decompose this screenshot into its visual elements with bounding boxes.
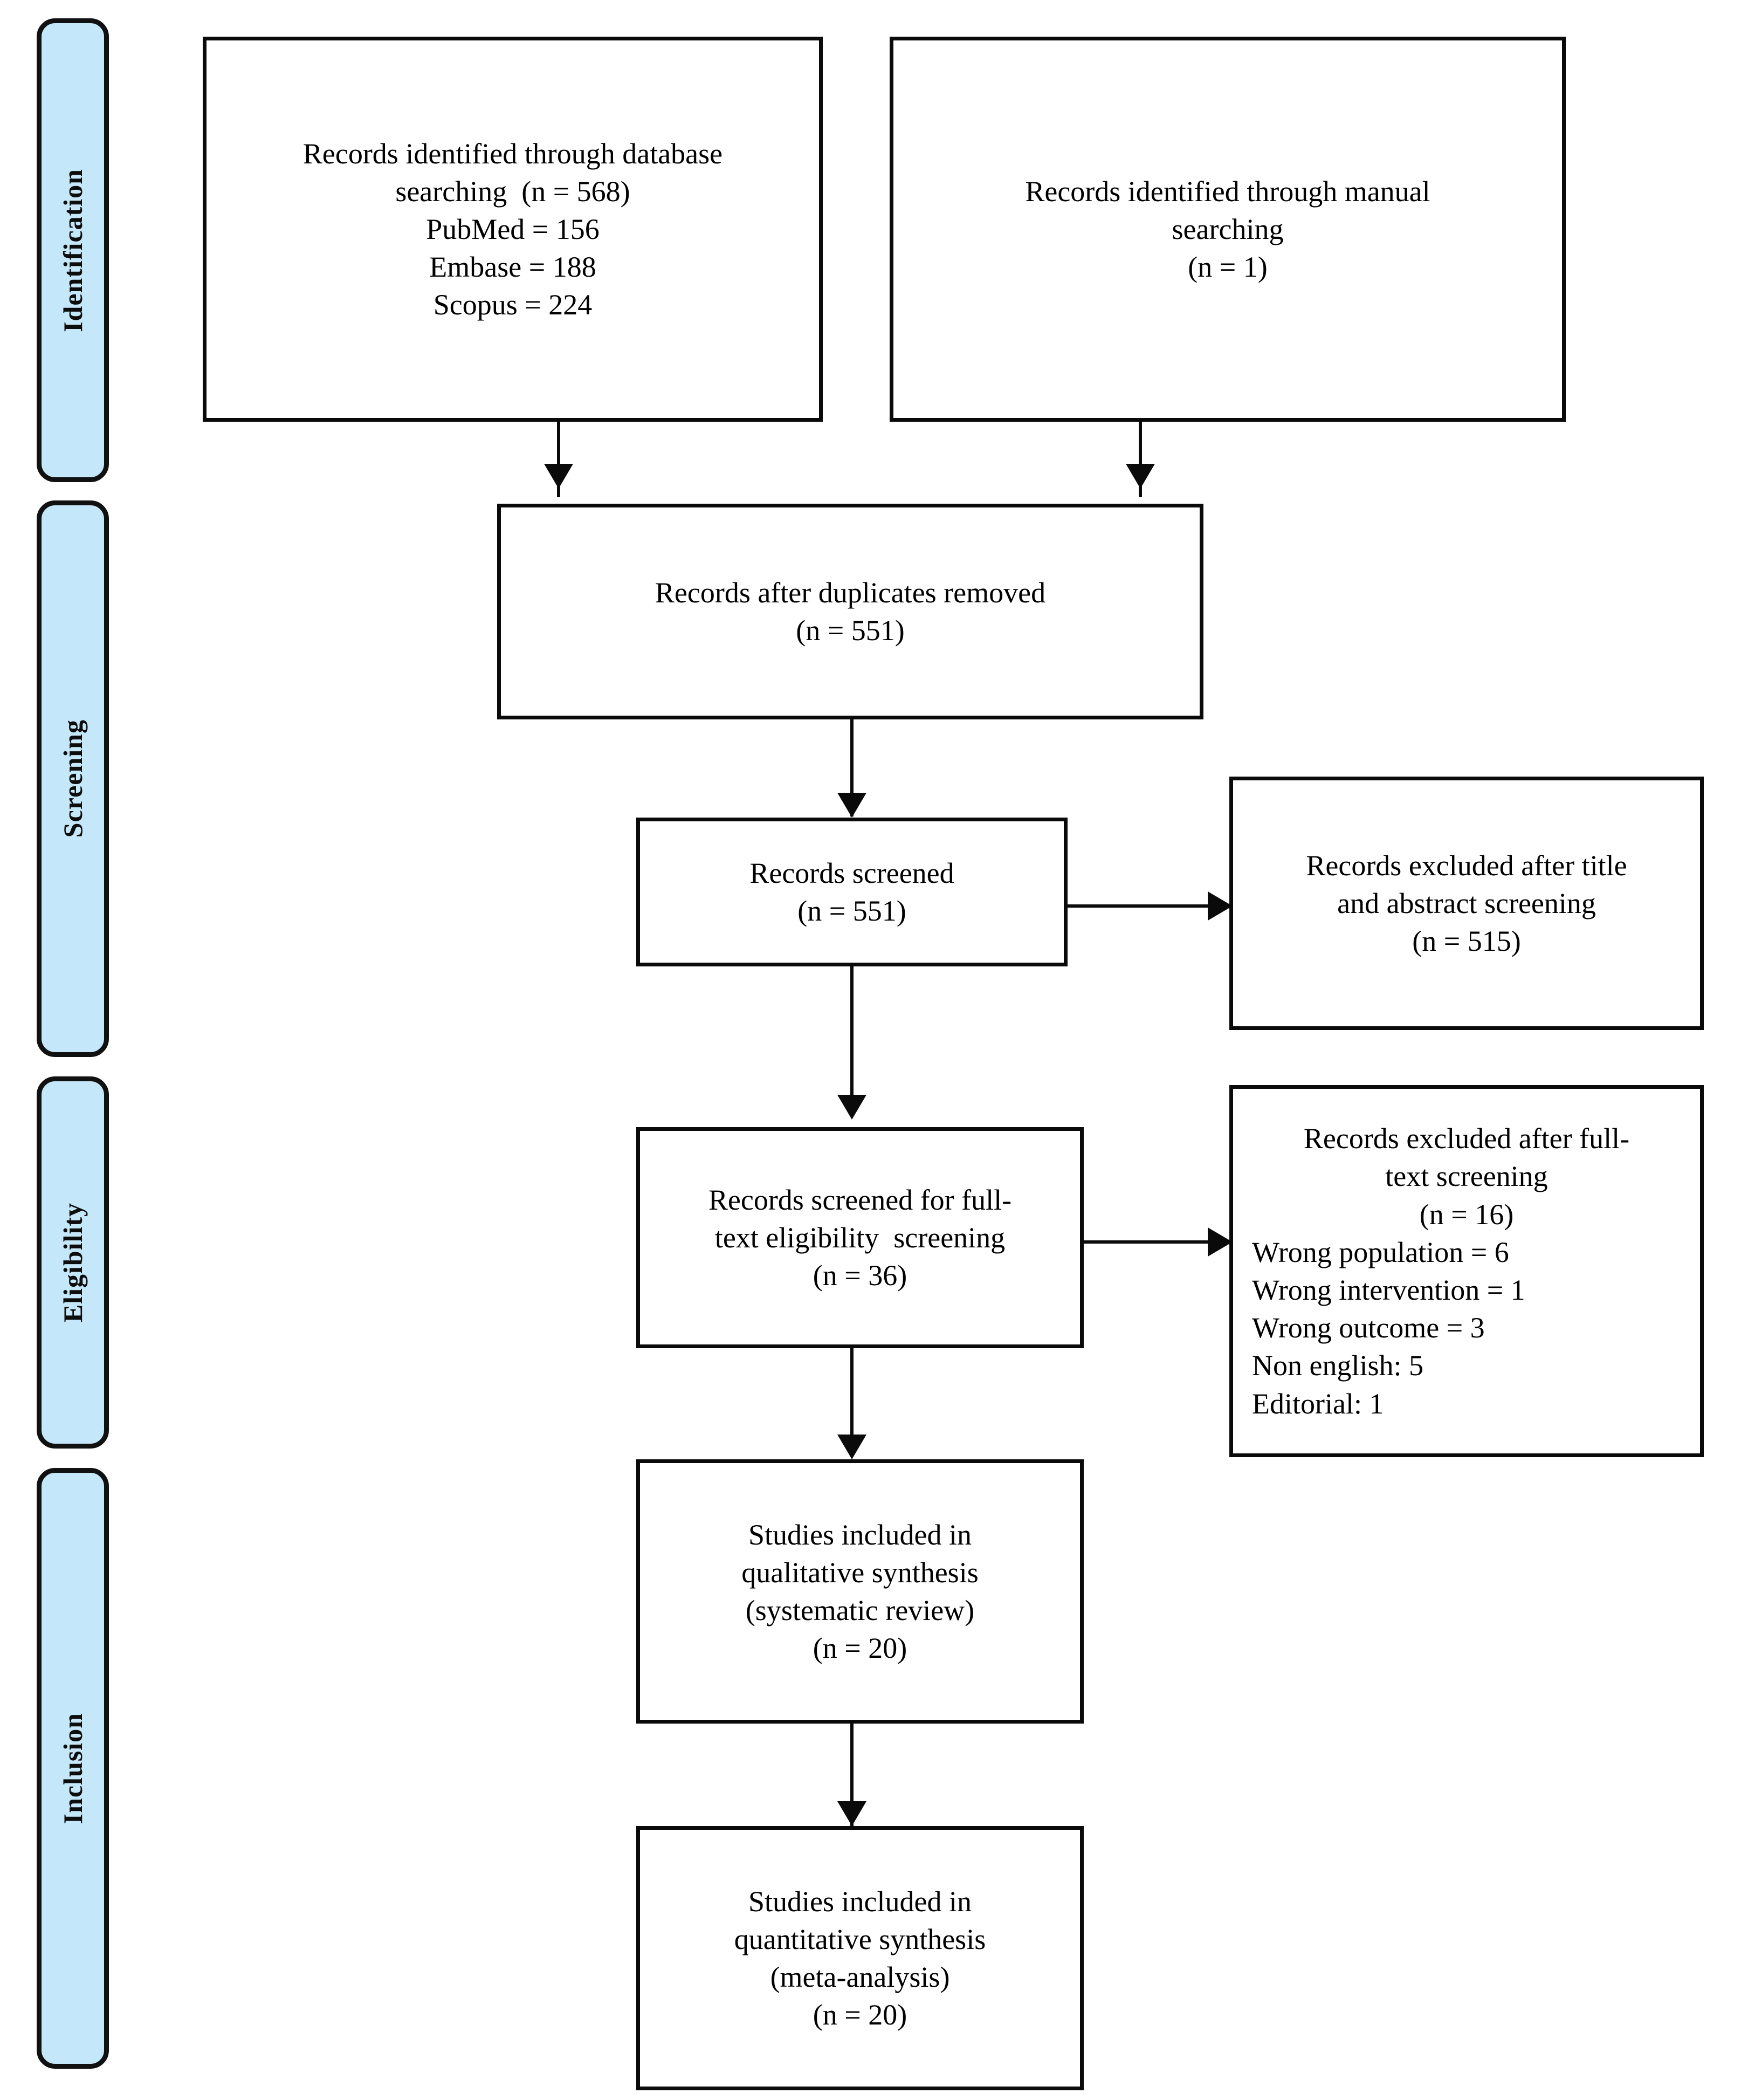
connector-eligibility-to-excluded-fulltext [1084,1240,1219,1244]
arrowhead-manual-to-duplicates [1126,464,1155,489]
box-line: Records identified through manual [1025,175,1430,208]
box-fulltext-eligibility-body: Records screened for full- text eligibil… [654,1181,1066,1295]
box-qualitative-synthesis: Studies included in qualitative synthesi… [636,1459,1084,1724]
stage-bar-identification: Identification [37,18,109,482]
box-line: and abstract screening [1337,887,1596,919]
box-database-search: Records identified through database sear… [203,37,823,422]
arrowhead-eligibility-to-excluded-fulltext [1208,1227,1233,1257]
box-line: PubMed = 156 [426,212,600,245]
box-line: Embase = 188 [429,251,596,284]
box-qualitative-synthesis-body: Studies included in qualitative synthesi… [654,1516,1066,1667]
box-line: (systematic review) [745,1594,975,1627]
box-line: Studies included in [748,1885,972,1918]
box-database-search-body: Records identified through database sear… [221,135,805,324]
box-quantitative-synthesis-body: Studies included in quantitative synthes… [654,1883,1066,2034]
box-line: (n = 551) [796,614,905,647]
box-line: Records screened [749,856,954,889]
exclusion-reason: Wrong outcome = 3 [1252,1312,1485,1344]
box-line: searching (n = 568) [395,175,630,208]
box-duplicates-removed: Records after duplicates removed (n = 55… [497,504,1203,719]
exclusion-reason: Wrong population = 6 [1252,1236,1509,1268]
box-line: Studies included in [748,1518,972,1551]
box-line: Records excluded after title [1306,849,1627,882]
box-excluded-title-abstract-body: Records excluded after title and abstrac… [1247,847,1686,960]
stage-label-inclusion: Inclusion [58,1712,88,1824]
stage-label-screening: Screening [58,719,88,838]
stage-bar-inclusion: Inclusion [37,1468,109,2069]
box-line: (n = 551) [797,895,906,927]
arrowhead-duplicates-to-screened [837,793,866,818]
connector-screened-to-eligibility [850,966,854,1111]
box-line: Records excluded after full- [1303,1122,1630,1155]
box-manual-search: Records identified through manual search… [890,37,1566,422]
box-line: (n = 20) [813,1632,907,1665]
box-line: (n = 515) [1412,925,1521,958]
box-line: (n = 1) [1188,251,1268,284]
stage-label-identification: Identification [58,168,88,332]
box-line: (meta-analysis) [770,1961,950,1993]
exclusion-reason: Non english: 5 [1252,1349,1423,1382]
box-excluded-title-abstract: Records excluded after title and abstrac… [1229,777,1704,1030]
stage-bar-screening: Screening [37,500,109,1057]
box-excluded-fulltext-reasons: Wrong population = 6 Wrong intervention … [1242,1233,1691,1423]
box-line: (n = 36) [813,1259,907,1292]
connector-screened-to-excluded-title [1068,904,1219,908]
stage-bar-eligibility: Eligibility [37,1076,109,1449]
box-duplicates-removed-body: Records after duplicates removed (n = 55… [515,574,1186,649]
box-excluded-fulltext: Records excluded after full- text screen… [1229,1085,1704,1457]
box-excluded-fulltext-header: Records excluded after full- text screen… [1247,1120,1686,1233]
box-line: quantitative synthesis [734,1923,986,1955]
connector-qualitative-to-quantitative [850,1724,854,1831]
arrowhead-database-to-duplicates [544,464,573,489]
exclusion-reason: Wrong intervention = 1 [1252,1274,1525,1306]
box-manual-search-body: Records identified through manual search… [907,173,1548,286]
box-fulltext-eligibility: Records screened for full- text eligibil… [636,1127,1084,1348]
box-line: searching [1172,212,1284,245]
arrowhead-eligibility-to-qualitative [837,1435,866,1459]
box-line: Records after duplicates removed [655,576,1046,609]
connector-duplicates-to-screened [850,719,854,816]
box-line: text eligibility screening [714,1221,1006,1254]
arrowhead-screened-to-excluded-title [1208,891,1233,921]
connector-manual-to-duplicates [1139,422,1142,497]
box-line: qualitative synthesis [741,1556,979,1589]
box-line: (n = 20) [813,1999,907,2032]
box-line: Scopus = 224 [433,289,593,321]
box-records-screened: Records screened (n = 551) [636,818,1068,966]
exclusion-reason: Editorial: 1 [1252,1387,1384,1420]
connector-database-to-duplicates [557,422,560,497]
stage-label-eligibility: Eligibility [58,1202,88,1323]
arrowhead-qualitative-to-quantitative [837,1801,866,1826]
box-line: text screening [1385,1160,1548,1193]
box-quantitative-synthesis: Studies included in quantitative synthes… [636,1826,1084,2090]
box-line: Records identified through database [302,137,723,170]
connector-eligibility-to-qualitative [850,1348,854,1456]
box-records-screened-body: Records screened (n = 551) [654,854,1050,930]
box-line: (n = 16) [1419,1198,1514,1231]
box-line: Records screened for full- [708,1183,1012,1216]
arrowhead-screened-to-eligibility [837,1095,866,1120]
